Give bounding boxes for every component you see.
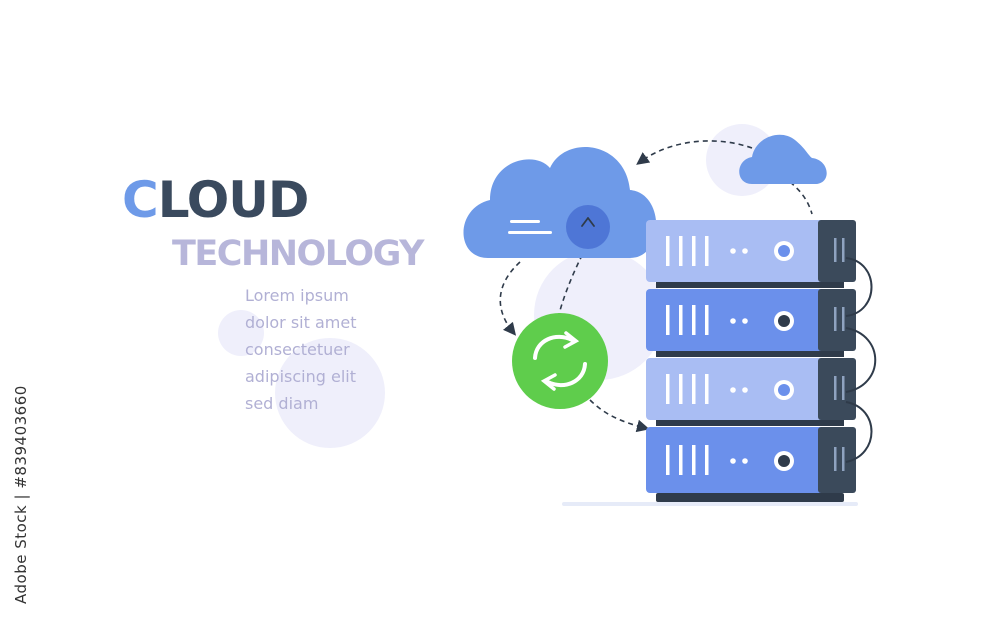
server-unit xyxy=(646,358,856,420)
body-text: Lorem ipsum dolor sit amet consectetuer … xyxy=(245,282,357,417)
server-unit xyxy=(646,220,856,282)
headline-cloud: CLOUD xyxy=(122,170,310,230)
body-line: Lorem ipsum xyxy=(245,286,349,305)
sync-arrows-icon xyxy=(533,331,587,391)
sync-badge xyxy=(512,313,608,409)
body-line: dolor sit amet xyxy=(245,313,357,332)
body-line: sed diam xyxy=(245,394,319,413)
body-line: adipiscing elit xyxy=(245,367,356,386)
headline-subtitle: TECHNOLOGY xyxy=(172,234,424,274)
cloud-icon xyxy=(463,147,657,258)
server-rack-icon xyxy=(646,220,877,502)
upload-arrow-icon xyxy=(581,217,595,227)
background-blob xyxy=(275,338,385,448)
headline-rest: LOUD xyxy=(157,171,310,229)
server-cables xyxy=(845,257,877,463)
ground-line xyxy=(562,502,858,506)
server-unit xyxy=(646,427,856,493)
server-unit xyxy=(646,289,856,351)
body-line: consectetuer xyxy=(245,340,350,359)
small-cloud-icon xyxy=(739,134,827,184)
background-blob xyxy=(218,310,264,356)
headline-first-letter: C xyxy=(122,171,159,229)
